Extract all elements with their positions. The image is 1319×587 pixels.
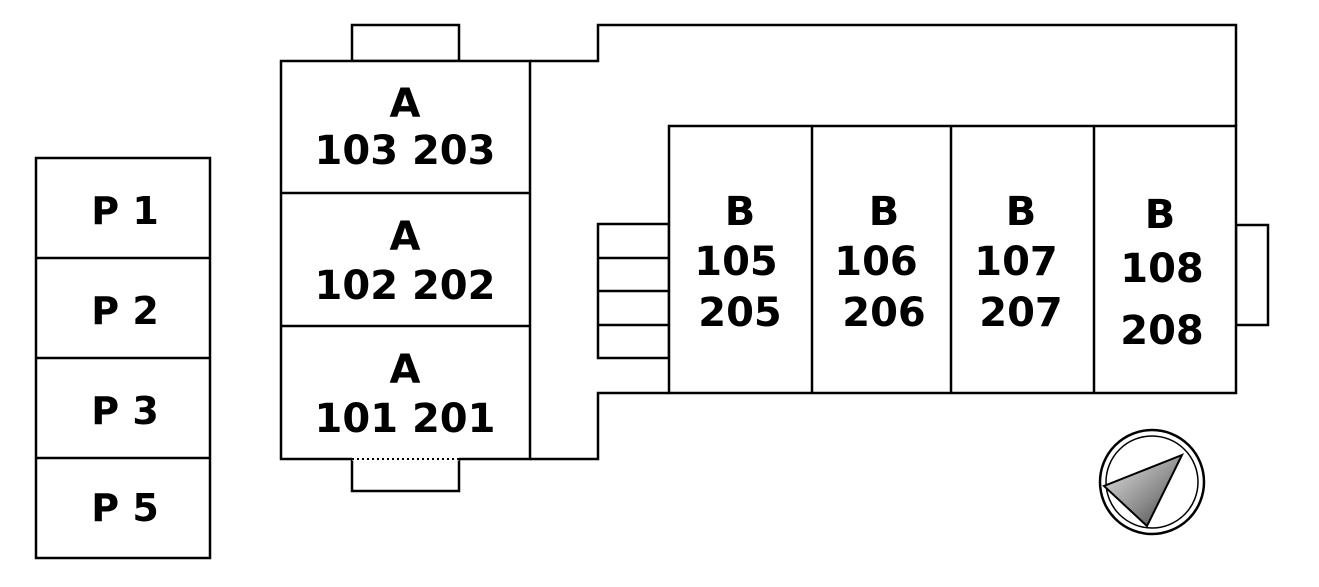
compass-pointer <box>1102 453 1185 528</box>
unit-room-number: 107 <box>974 239 1058 285</box>
building-bottom-outline <box>530 391 669 461</box>
staircase <box>596 222 671 360</box>
building-b-side-annex <box>1234 223 1270 327</box>
building-a: A 103 203 A 102 202 A 101 201 <box>279 23 532 493</box>
unit-building-label: B <box>1006 189 1037 235</box>
unit-room-numbers: 101 201 <box>315 396 496 442</box>
parking-space-label: P 2 <box>91 289 159 333</box>
unit-room-number: 206 <box>842 290 926 336</box>
parking-space-label: P 1 <box>91 189 159 233</box>
parking-space-label: P 5 <box>91 486 159 530</box>
unit-building-label: A <box>390 347 421 393</box>
unit-room-number: 208 <box>1120 308 1204 354</box>
unit-room-number: 205 <box>698 290 782 336</box>
unit-room-number: 105 <box>694 239 778 285</box>
building-b: B 105 205 B 106 206 B 107 207 B 108 208 <box>667 124 1270 395</box>
compass-arrow-icon <box>1098 428 1206 536</box>
unit-building-label: B <box>1145 192 1176 238</box>
unit-building-label: B <box>725 189 756 235</box>
unit-room-numbers: 103 203 <box>315 128 496 174</box>
unit-building-label: A <box>390 81 421 127</box>
unit-room-number: 106 <box>834 239 918 285</box>
building-a-top-annex <box>350 23 461 63</box>
compass-inner-ring <box>1105 435 1199 529</box>
unit-building-label: B <box>869 189 900 235</box>
parking-space-label: P 3 <box>91 389 159 433</box>
parking-block: P 1 P 2 P 3 P 5 <box>34 156 212 560</box>
unit-room-number: 207 <box>979 290 1063 336</box>
unit-room-numbers: 102 202 <box>315 263 496 309</box>
building-a-bottom-annex <box>350 457 461 493</box>
building-top-outline <box>530 23 1238 126</box>
unit-room-number: 108 <box>1120 246 1204 292</box>
building-outline <box>530 23 1238 461</box>
building-b-outline <box>667 124 1238 395</box>
unit-building-label: A <box>390 214 421 260</box>
